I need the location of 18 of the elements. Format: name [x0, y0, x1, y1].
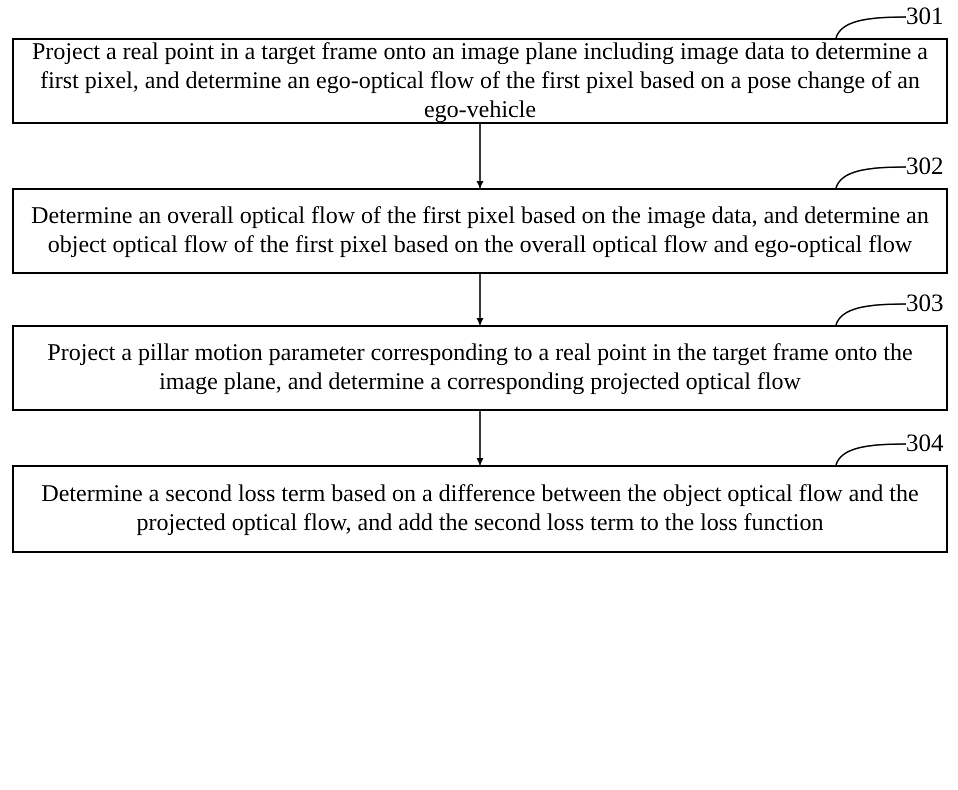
process-box: [12, 325, 948, 411]
step-text: Project a real point in a target frame onto an image plane including image data to determine a first pixel, and determine an ego-optical flow of the first pixel based on a pose change of an ego-vehicle: [31, 38, 929, 124]
process-box: [12, 465, 948, 553]
arrow: [476, 274, 484, 325]
leader-line: [835, 303, 906, 326]
process-box: [12, 188, 948, 274]
step-text: Determine an overall optical flow of the first pixel based on the image data, and determine an object optical flow of the first pixel based on the overall optical flow and ego-optical flow: [30, 202, 930, 260]
callout-number: 303: [906, 289, 951, 319]
callout-number: 304: [906, 429, 951, 459]
arrow: [476, 411, 484, 465]
leader-line: [835, 16, 906, 38]
callout-number: 302: [906, 152, 951, 182]
leader-line: [835, 443, 906, 466]
step-text: Determine a second loss term based on a difference between the object optical flow and the projected optical flow, and add the second loss term to the loss function: [40, 480, 920, 538]
arrow: [476, 124, 484, 188]
step-text: Project a pillar motion parameter corresponding to a real point in the target frame onto the image plane, and determine a corresponding projected optical flow: [46, 339, 914, 397]
leader-line: [835, 166, 906, 188]
callout-number: 301: [906, 2, 951, 32]
